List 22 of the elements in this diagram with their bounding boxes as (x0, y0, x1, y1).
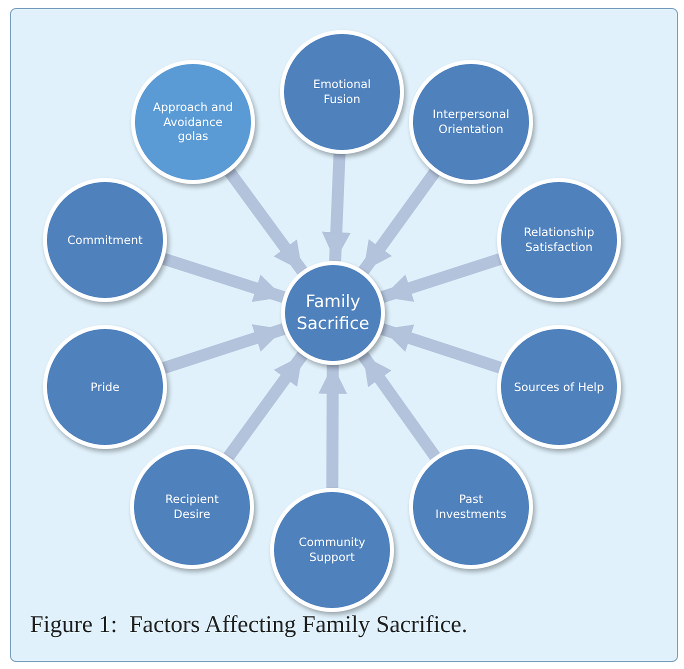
arrow (380, 324, 502, 374)
node-label: Approach and Avoidance golas (152, 100, 234, 144)
node-label: Community Support (298, 535, 366, 565)
node-label: Emotional Fusion (312, 77, 372, 107)
node-label: Recipient Desire (164, 492, 220, 522)
arrow (318, 364, 348, 488)
figure-caption: Figure 1: Factors Affecting Family Sacrifice. (30, 612, 468, 639)
arrow (224, 168, 308, 275)
arrow (322, 154, 351, 262)
arrow (162, 253, 286, 303)
node-label: Past Investments (434, 492, 508, 522)
node-label: Pride (90, 380, 120, 394)
node-label: Family Sacrifice (296, 290, 370, 336)
arrow (380, 253, 502, 303)
arrow (224, 352, 308, 460)
node-label: Commitment (67, 232, 143, 248)
node-label: Relationship Satisfaction (522, 225, 596, 255)
node-label: Sources of Help (514, 380, 604, 394)
arrow (358, 352, 440, 460)
node-label: Interpersonal Orientation (432, 107, 510, 137)
arrow (358, 168, 440, 274)
arrow (162, 323, 286, 374)
